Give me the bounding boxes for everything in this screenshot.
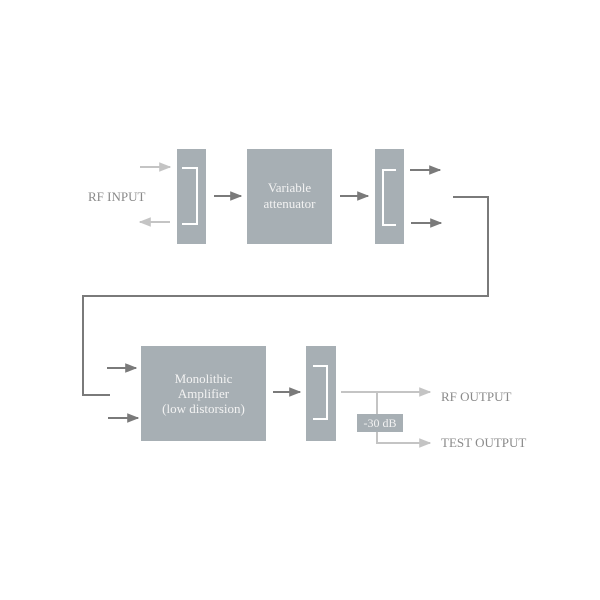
test-output-arrow: [376, 392, 432, 448]
attenuation-label: -30 dB: [364, 416, 397, 430]
variable-attenuator-block: Variable attenuator: [247, 149, 332, 244]
amplifier-label-line1: Monolithic: [175, 371, 233, 386]
attenuation-badge: -30 dB: [357, 414, 403, 432]
rf-input-label: RF INPUT: [88, 189, 145, 204]
monolithic-amplifier-block: Monolithic Amplifier (low distorsion): [141, 346, 266, 441]
rf-output-label: RF OUTPUT: [441, 389, 511, 404]
mid-coupler: [375, 149, 404, 244]
attenuator-label-line2: attenuator: [264, 196, 317, 211]
amplifier-label-line3: (low distorsion): [162, 401, 245, 416]
connection-line: [82, 196, 489, 396]
attenuator-label-line1: Variable: [268, 180, 312, 195]
output-coupler: [306, 346, 336, 441]
input-coupler: [177, 149, 206, 244]
amplifier-label-line2: Amplifier: [178, 386, 230, 401]
test-output-label: TEST OUTPUT: [441, 435, 526, 450]
